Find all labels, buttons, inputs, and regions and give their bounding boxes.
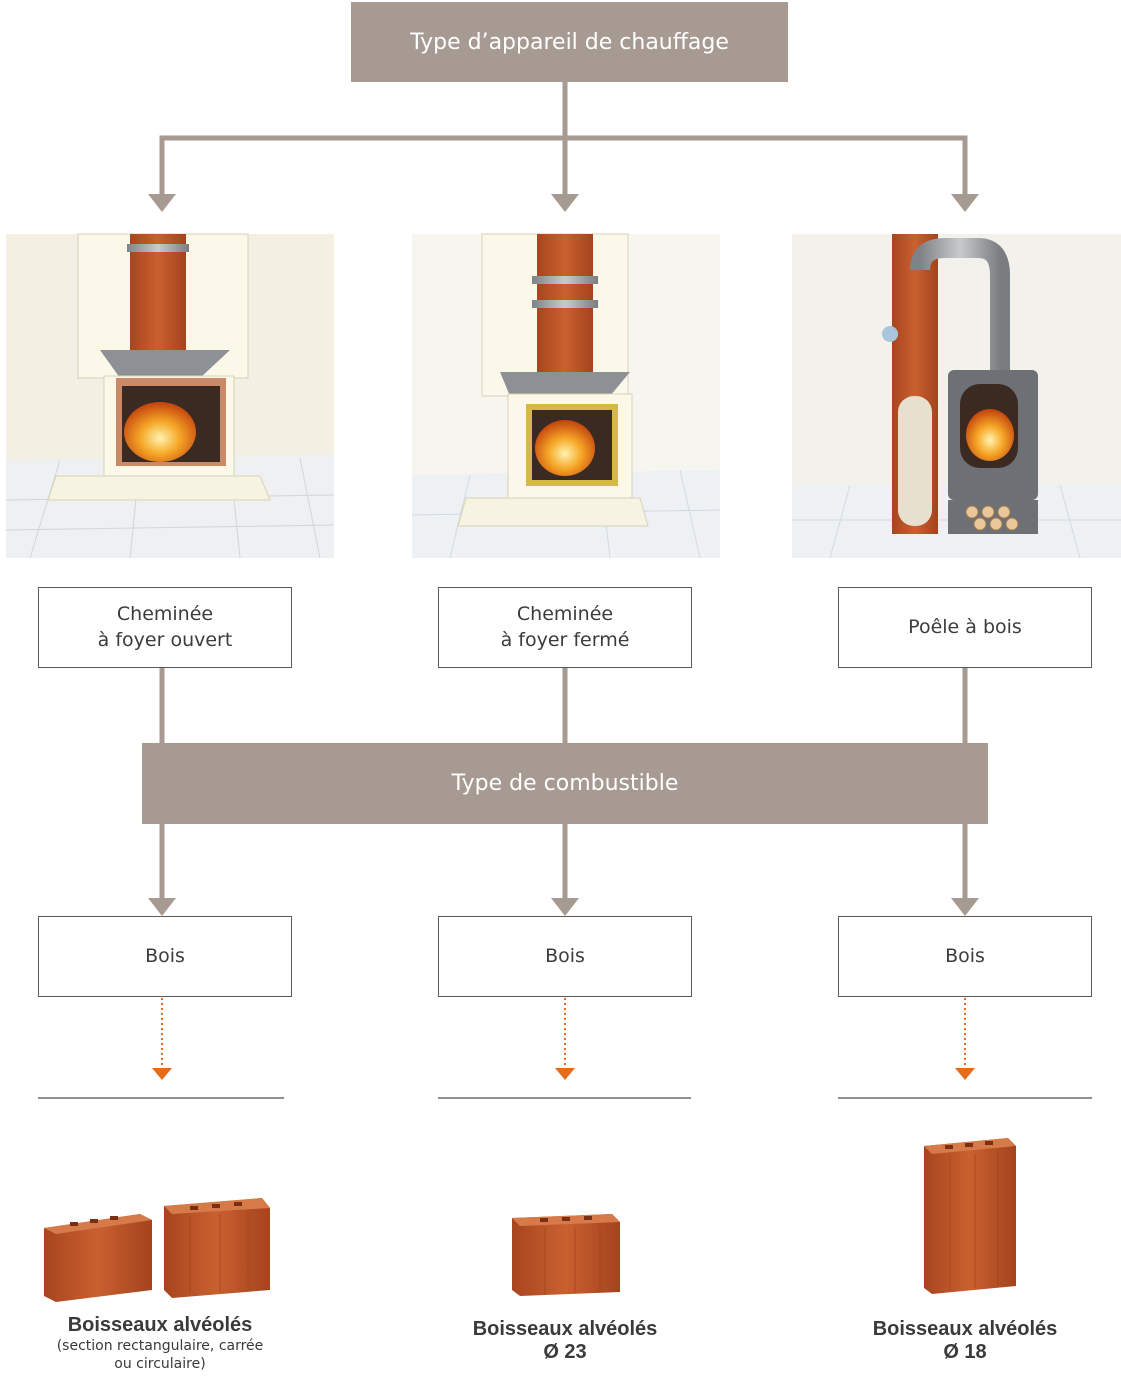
fuel-type-title: Type de combustible bbox=[451, 771, 679, 796]
hollow-flue-block-tall-icon bbox=[924, 1138, 1016, 1294]
product-subtitle: (section rectangulaire, carrée ou circul… bbox=[56, 1338, 264, 1373]
orange-arrowhead-icon bbox=[152, 1068, 172, 1080]
product-caption: Boisseaux alvéolés Ø 23 bbox=[415, 1318, 715, 1364]
appliance-label-box: Cheminée à foyer fermé bbox=[438, 587, 692, 668]
open-fireplace-illustration bbox=[5, 233, 335, 559]
appliance-label-box: Cheminée à foyer ouvert bbox=[38, 587, 292, 668]
product-diameter: Ø 23 bbox=[543, 1341, 587, 1363]
arrowhead-down-icon bbox=[951, 194, 979, 212]
header-title: Type d’appareil de chauffage bbox=[410, 29, 729, 55]
fuel-label: Bois bbox=[145, 944, 185, 967]
orange-arrowhead-icon bbox=[955, 1068, 975, 1080]
top-connector bbox=[159, 82, 968, 196]
hollow-flue-block-rectangular-icon bbox=[44, 1198, 270, 1302]
orange-arrowhead-icon bbox=[555, 1068, 575, 1080]
fuel-box: Bois bbox=[38, 916, 292, 997]
appliance-label: Cheminée à foyer fermé bbox=[500, 602, 630, 651]
product-caption: Boisseaux alvéolés (section rectangulair… bbox=[10, 1314, 310, 1373]
closed-fireplace-illustration bbox=[411, 233, 721, 559]
arrowhead-down-icon bbox=[951, 898, 979, 916]
fuel-label: Bois bbox=[545, 944, 585, 967]
heating-appliance-type-header: Type d’appareil de chauffage bbox=[351, 2, 788, 82]
product-caption: Boisseaux alvéolés Ø 18 bbox=[815, 1318, 1115, 1364]
appliance-label: Poêle à bois bbox=[908, 615, 1022, 638]
appliance-label: Cheminée à foyer ouvert bbox=[97, 602, 233, 651]
fuel-label: Bois bbox=[945, 944, 985, 967]
product-diameter: Ø 18 bbox=[943, 1341, 987, 1363]
arrowhead-down-icon bbox=[551, 194, 579, 212]
product-title: Boisseaux alvéolés bbox=[472, 1318, 658, 1340]
dotted-arrows bbox=[161, 998, 966, 1068]
hollow-flue-block-square-icon bbox=[512, 1214, 620, 1296]
arrowhead-down-icon bbox=[551, 898, 579, 916]
product-title: Boisseaux alvéolés bbox=[67, 1314, 253, 1336]
wood-stove-illustration bbox=[792, 234, 1121, 559]
fuel-type-bar: Type de combustible bbox=[142, 743, 988, 824]
product-title: Boisseaux alvéolés bbox=[872, 1318, 1058, 1340]
mid-connectors bbox=[159, 667, 968, 900]
fuel-box: Bois bbox=[438, 916, 692, 997]
arrowhead-down-icon bbox=[148, 194, 176, 212]
arrowhead-down-icon bbox=[148, 898, 176, 916]
mid-arrowheads bbox=[148, 898, 979, 916]
fuel-box: Bois bbox=[838, 916, 1092, 997]
appliance-label-box: Poêle à bois bbox=[838, 587, 1092, 668]
top-arrowheads bbox=[148, 194, 979, 212]
